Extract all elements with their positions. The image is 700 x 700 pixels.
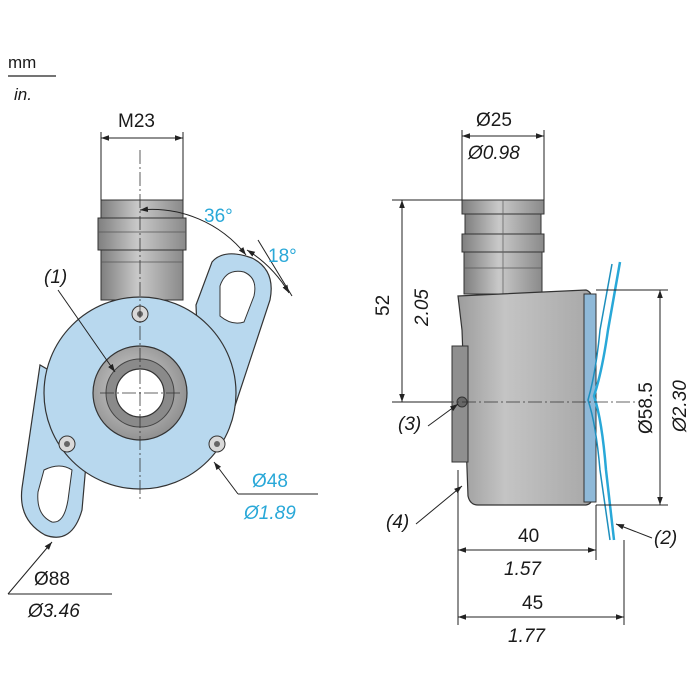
unit-in: in. (14, 85, 32, 104)
callout-3-label: (3) (398, 414, 421, 435)
front-view: M23 36° 18° (1) Ø48 Ø1.89 Ø88 Ø3.46 (7, 111, 318, 622)
flange-screw-left (58, 435, 76, 453)
connector-dia-mm: Ø25 (476, 110, 512, 131)
rear-cover (583, 293, 597, 503)
callout-1-label: (1) (44, 267, 67, 288)
callout-1-leader (57, 289, 116, 373)
callout-4-leader (415, 485, 463, 525)
encoder-body (457, 289, 593, 506)
flange-dia-in: Ø1.89 (243, 503, 296, 524)
front-connector (97, 199, 187, 301)
callout-2-label: (2) (654, 528, 677, 549)
side-connector (461, 199, 545, 295)
total-mm: 45 (522, 593, 543, 614)
flange-dia-mm: Ø48 (252, 471, 288, 492)
depth-mm: 40 (518, 526, 539, 547)
angle-36-arc (139, 206, 247, 256)
callout-3-leader (427, 403, 459, 427)
units-block: mm in. (8, 53, 56, 104)
height-mm: 52 (373, 295, 394, 316)
outer-dia-mm: Ø88 (34, 569, 70, 590)
angle-36-label: 36° (204, 206, 233, 227)
callout-4-label: (4) (386, 512, 409, 533)
flexible-mount (592, 261, 622, 541)
height-in: 2.05 (412, 289, 433, 327)
outer-dia-in: Ø3.46 (27, 601, 80, 622)
body-dia-in: Ø2.30 (670, 380, 691, 433)
flange-screw-right (208, 435, 226, 453)
body-dia-mm: Ø58.5 (636, 382, 657, 434)
thread-label: M23 (118, 111, 155, 132)
angle-18-label: 18° (268, 246, 297, 267)
side-view: Ø25 Ø0.98 52 2.05 Ø58.5 Ø2.30 40 1.57 45… (373, 110, 691, 647)
angle-18-arc (246, 249, 290, 294)
connector-dia-in: Ø0.98 (467, 143, 520, 164)
callout-2-leader (615, 523, 653, 539)
depth-in: 1.57 (504, 559, 542, 580)
total-in: 1.77 (508, 626, 546, 647)
unit-mm: mm (8, 53, 36, 72)
